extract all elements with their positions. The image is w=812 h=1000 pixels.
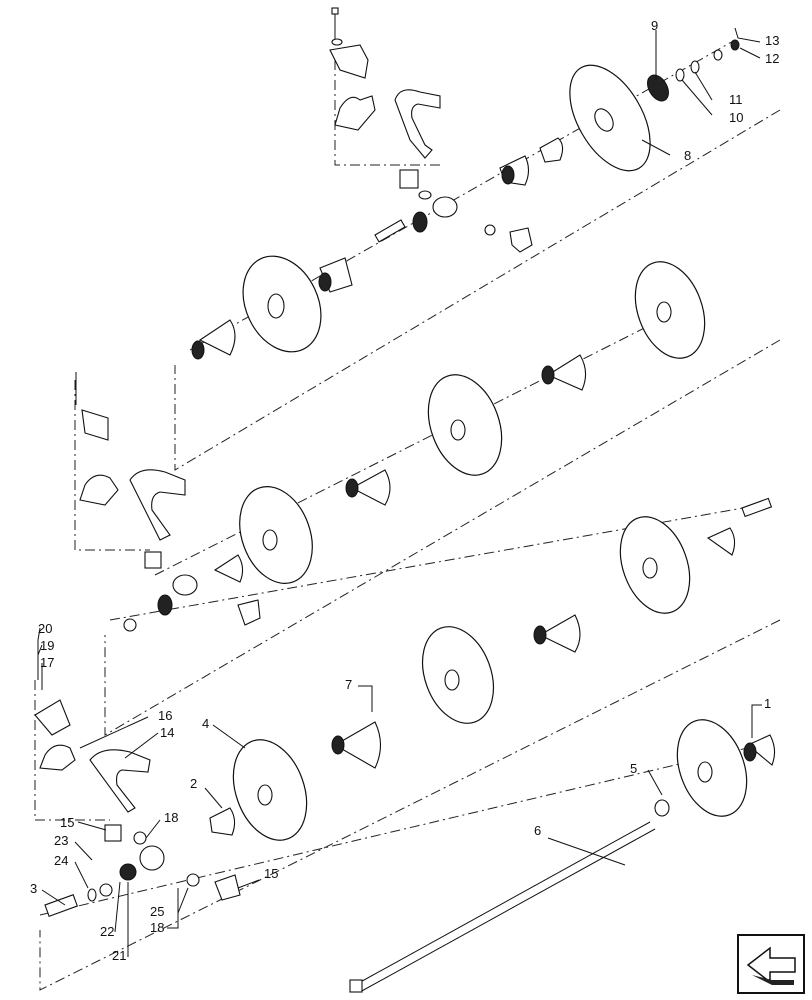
callout-12: 12 xyxy=(765,51,779,66)
previous-page-arrow-icon[interactable] xyxy=(737,934,805,994)
callout-23: 23 xyxy=(54,833,68,848)
callout-1: 1 xyxy=(764,696,771,711)
callout-6: 6 xyxy=(534,823,541,838)
callout-10: 10 xyxy=(729,110,743,125)
callout-3: 3 xyxy=(30,881,37,896)
callout-15-right: 15 xyxy=(264,866,278,881)
callout-24: 24 xyxy=(54,853,68,868)
middle-row-parts xyxy=(75,372,503,632)
callout-2: 2 xyxy=(190,776,197,791)
callout-18-bottom: 18 xyxy=(150,920,164,935)
callout-18-top: 18 xyxy=(164,810,178,825)
callout-16: 16 xyxy=(158,708,172,723)
callout-13: 13 xyxy=(765,33,779,48)
callout-14: 14 xyxy=(160,725,174,740)
callout-19: 19 xyxy=(40,638,54,653)
callout-17: 17 xyxy=(40,655,54,670)
callout-5: 5 xyxy=(630,761,637,776)
assembly-boundaries xyxy=(34,60,781,991)
callout-15-left: 15 xyxy=(60,815,74,830)
callout-7: 7 xyxy=(345,677,352,692)
callout-20: 20 xyxy=(38,621,52,636)
lower-row-parts xyxy=(34,640,776,993)
callout-11: 11 xyxy=(729,92,743,107)
callout-4: 4 xyxy=(202,716,209,731)
leader-lines xyxy=(37,27,762,957)
top-bracket-group xyxy=(329,7,533,253)
right-middle-disc xyxy=(421,497,773,724)
callout-21: 21 xyxy=(112,948,126,963)
callout-25: 25 xyxy=(150,904,164,919)
callout-9: 9 xyxy=(651,18,658,33)
upper-right-disc xyxy=(541,261,706,391)
callout-8: 8 xyxy=(684,148,691,163)
callout-labels: 1 2 3 4 5 6 7 8 9 10 11 12 13 14 15 15 1… xyxy=(30,18,779,963)
callout-22: 22 xyxy=(100,924,114,939)
top-row-parts xyxy=(191,39,740,360)
